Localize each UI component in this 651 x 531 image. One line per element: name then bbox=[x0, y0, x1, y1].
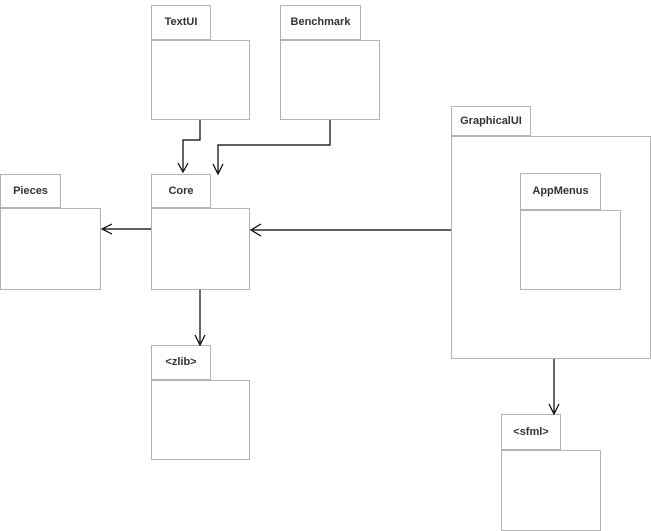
package-textui-body[interactable] bbox=[151, 40, 250, 120]
package-core-body[interactable] bbox=[151, 208, 250, 290]
edge-core-zlib bbox=[194, 290, 206, 347]
edge-core-pieces bbox=[100, 223, 151, 235]
edge-core-zlib-arrowhead bbox=[194, 334, 206, 347]
package-appmenus-tab[interactable]: AppMenus bbox=[520, 173, 601, 210]
package-sfml-body[interactable] bbox=[501, 450, 601, 531]
edge-graphicalui-sfml bbox=[548, 359, 560, 416]
edge-textui-core-line bbox=[182, 120, 201, 170]
edge-benchmark-core bbox=[212, 120, 331, 176]
package-zlib-label: <zlib> bbox=[165, 356, 197, 368]
package-core-label: Core bbox=[168, 184, 194, 197]
package-sfml-label: <sfml> bbox=[513, 425, 549, 438]
package-graphicalui-label: GraphicalUI bbox=[460, 114, 522, 127]
edge-graphicalui-core bbox=[249, 223, 451, 237]
package-pieces-body[interactable] bbox=[0, 208, 101, 290]
package-sfml-tab[interactable]: <sfml> bbox=[501, 414, 561, 450]
edge-textui-core-arrowhead bbox=[177, 162, 189, 174]
package-appmenus-label: AppMenus bbox=[532, 185, 589, 197]
package-zlib-body[interactable] bbox=[151, 380, 250, 460]
package-textui-tab[interactable]: TextUI bbox=[151, 5, 211, 40]
package-core-tab[interactable]: Core bbox=[151, 174, 211, 208]
edge-core-pieces-arrowhead bbox=[100, 223, 113, 235]
edge-benchmark-core-arrowhead bbox=[212, 163, 224, 176]
package-zlib-tab[interactable]: <zlib> bbox=[151, 345, 211, 380]
package-graphicalui-tab[interactable]: GraphicalUI bbox=[451, 106, 531, 136]
edge-benchmark-core-line bbox=[217, 120, 331, 172]
package-textui-label: TextUI bbox=[164, 16, 198, 28]
edge-graphicalui-sfml-arrowhead bbox=[548, 403, 560, 416]
package-benchmark-label: Benchmark bbox=[290, 16, 351, 28]
package-benchmark-body[interactable] bbox=[280, 40, 380, 120]
package-appmenus-body[interactable] bbox=[520, 210, 621, 290]
edge-textui-core bbox=[177, 120, 201, 174]
package-pieces-tab[interactable]: Pieces bbox=[0, 174, 61, 208]
edge-graphicalui-core-arrowhead bbox=[249, 223, 262, 237]
package-benchmark-tab[interactable]: Benchmark bbox=[280, 5, 361, 40]
package-pieces-label: Pieces bbox=[13, 184, 48, 197]
